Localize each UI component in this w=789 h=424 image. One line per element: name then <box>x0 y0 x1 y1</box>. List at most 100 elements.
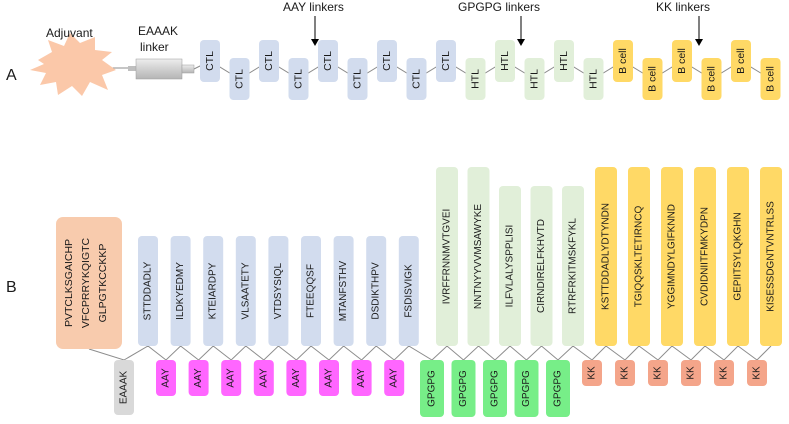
panel-a-block-6 <box>347 58 368 100</box>
gpgpg-linker-3 <box>483 360 507 417</box>
panel-a-block-label-8: CTL <box>411 69 423 89</box>
ctl-epitope-1-label: STTDDADLY <box>143 261 154 320</box>
panel-a-block-label-3: CTL <box>263 51 275 71</box>
ctl-epitope-1 <box>138 236 158 346</box>
panel-a-block-label-6: CTL <box>352 69 364 89</box>
ctl-epitope-5-label: VTDSYSIQL <box>273 263 284 320</box>
htl-epitope-5-label: RTRFRKITMSKFYKL <box>568 218 579 314</box>
aay-linker-1 <box>156 360 176 396</box>
bcell-epitope-6-label: KISESSDGNTVNTRLSS <box>766 201 777 312</box>
panel-a-block-label-16: B cell <box>647 66 659 92</box>
panel-a-block-4 <box>288 58 309 100</box>
panel-a-block-label-5: CTL <box>322 51 334 71</box>
panel-a-block-2 <box>229 58 250 100</box>
ctl-epitope-7-label: MTANFSTHV <box>338 260 349 321</box>
panel-a-block-15 <box>613 40 633 82</box>
annotation-kk-linkers: KK linkers <box>656 0 710 14</box>
kk-linker-4 <box>681 360 701 386</box>
ctl-epitope-4-label: VLSAATETY <box>240 262 251 319</box>
aay-linker-8 <box>384 360 405 396</box>
panel-a-block-label-13: HTL <box>558 51 570 71</box>
adjuvant-sequence-box: PVTCLKSGAICHP VFCPRRYKQIGTC GLPGTKCCKKP <box>56 217 122 349</box>
bcell-epitope-3-label: YGGIMNDYLGIFKNND <box>667 204 678 309</box>
panel-b-connectors <box>88 345 772 361</box>
panel-a-block-12 <box>524 58 545 100</box>
gpgpg-linker-1 <box>420 360 444 417</box>
adjuvant-seq-line3: GLPGTKCCKKP <box>97 244 109 323</box>
panel-a-block-label-12: HTL <box>529 69 541 89</box>
gpgpg-linker-3-label: GPGPG <box>490 370 501 407</box>
ctl-epitope-9-label: FSDISVIGK <box>403 264 414 318</box>
aay-linker-5-label: AAY <box>291 368 302 388</box>
bcell-epitope-4-label: CVDIDNIITFMKYDPN <box>700 207 711 306</box>
kk-linker-3 <box>648 360 668 386</box>
panel-a-block-label-10: HTL <box>470 69 482 89</box>
panel-a-block-label-11: HTL <box>499 51 511 71</box>
bcell-epitope-5-label: GEPIITSYLQKGHN <box>733 212 744 300</box>
eaaak-linker-box-label: EAAAK <box>119 371 130 405</box>
panel-b: PVTCLKSGAICHP VFCPRRYKQIGTC GLPGTKCCKKP … <box>56 167 782 417</box>
gpgpg-linker-4-label: GPGPG <box>521 370 532 407</box>
adjuvant-seq-line1: PVTCLKSGAICHP <box>63 239 75 327</box>
kk-linker-2-label: KK <box>620 366 631 380</box>
aay-linker-4 <box>253 360 274 396</box>
ctl-epitope-6 <box>301 236 321 346</box>
aay-linker-1-label: AAY <box>161 368 172 388</box>
aay-linker-3-label: AAY <box>226 368 237 388</box>
aay-linker-7 <box>351 360 372 396</box>
ctl-epitope-8 <box>366 236 387 346</box>
eaaak-linker-box <box>114 360 134 415</box>
eaaak-label-line1: EAAAK <box>138 24 178 38</box>
aay-linker-3 <box>221 360 242 396</box>
panel-a-blocks: CTLCTLCTLCTLCTLCTLCTLCTLCTLHTLHTLHTLHTLH… <box>200 40 781 100</box>
gpgpg-linker-4 <box>514 360 539 417</box>
kk-linker-1-label: KK <box>587 366 598 380</box>
annotation-aay-linkers: AAY linkers <box>283 0 344 14</box>
kk-linker-1 <box>582 360 602 386</box>
gpgpg-linker-1-label: GPGPG <box>427 370 438 407</box>
ctl-epitope-3 <box>203 236 224 346</box>
panel-a-label: A <box>6 67 17 84</box>
aay-linker-2-label: AAY <box>193 368 204 388</box>
bcell-epitope-3 <box>661 167 683 346</box>
bcell-epitope-1-label: KSTTDDADLYDTYNDN <box>601 203 612 310</box>
panel-a-block-label-9: CTL <box>440 51 452 71</box>
adjuvant-label: Adjuvant <box>46 26 93 40</box>
htl-epitope-3 <box>499 186 521 346</box>
kk-linker-5 <box>714 360 734 386</box>
panel-a-block-9 <box>436 40 456 82</box>
panel-a-block-1 <box>200 40 220 82</box>
gpgpg-linker-2 <box>451 360 476 417</box>
htl-epitope-3-label: ILFVLALYSPPLISI <box>505 225 516 308</box>
panel-a: Adjuvant EAAAK linker AAY linkers GPGPG … <box>30 0 781 100</box>
kk-linker-4-label: KK <box>686 366 697 380</box>
kk-linker-6 <box>747 360 767 386</box>
panel-a-block-11 <box>495 40 515 82</box>
panel-a-block-8 <box>406 58 427 100</box>
panel-a-block-13 <box>554 40 574 82</box>
bcell-epitope-1 <box>595 167 617 346</box>
panel-a-block-label-2: CTL <box>234 69 246 89</box>
panel-a-block-label-14: HTL <box>588 69 600 89</box>
panel-a-block-label-1: CTL <box>204 51 216 71</box>
panel-a-block-label-17: B cell <box>676 48 688 74</box>
gpgpg-linker-5 <box>546 360 570 417</box>
htl-epitope-2-label: NNTNYYVVMSAWYKE <box>473 204 484 310</box>
htl-epitope-4-label: CIRNDIRELFKHVTD <box>536 219 547 313</box>
bcell-epitope-2-label: TGIQQSKLTETIRNCQ <box>634 206 645 308</box>
panel-a-block-label-15: B cell <box>617 48 629 74</box>
panel-a-block-14 <box>583 58 604 100</box>
htl-epitope-1-label: IVRFFRNNMVTGVEI <box>442 209 453 305</box>
eaaak-label-line2: linker <box>140 40 169 54</box>
htl-epitope-2 <box>467 167 490 346</box>
panel-a-block-20 <box>760 58 781 100</box>
aay-linker-6 <box>319 360 339 396</box>
ctl-epitope-8-label: DSDIKTHPV <box>371 262 382 320</box>
panel-a-block-16 <box>642 58 663 100</box>
kk-linker-6-label: KK <box>752 366 763 380</box>
gpgpg-linker-2-label: GPGPG <box>458 370 469 407</box>
panel-a-block-10 <box>465 58 486 100</box>
panel-a-block-label-20: B cell <box>765 66 777 92</box>
